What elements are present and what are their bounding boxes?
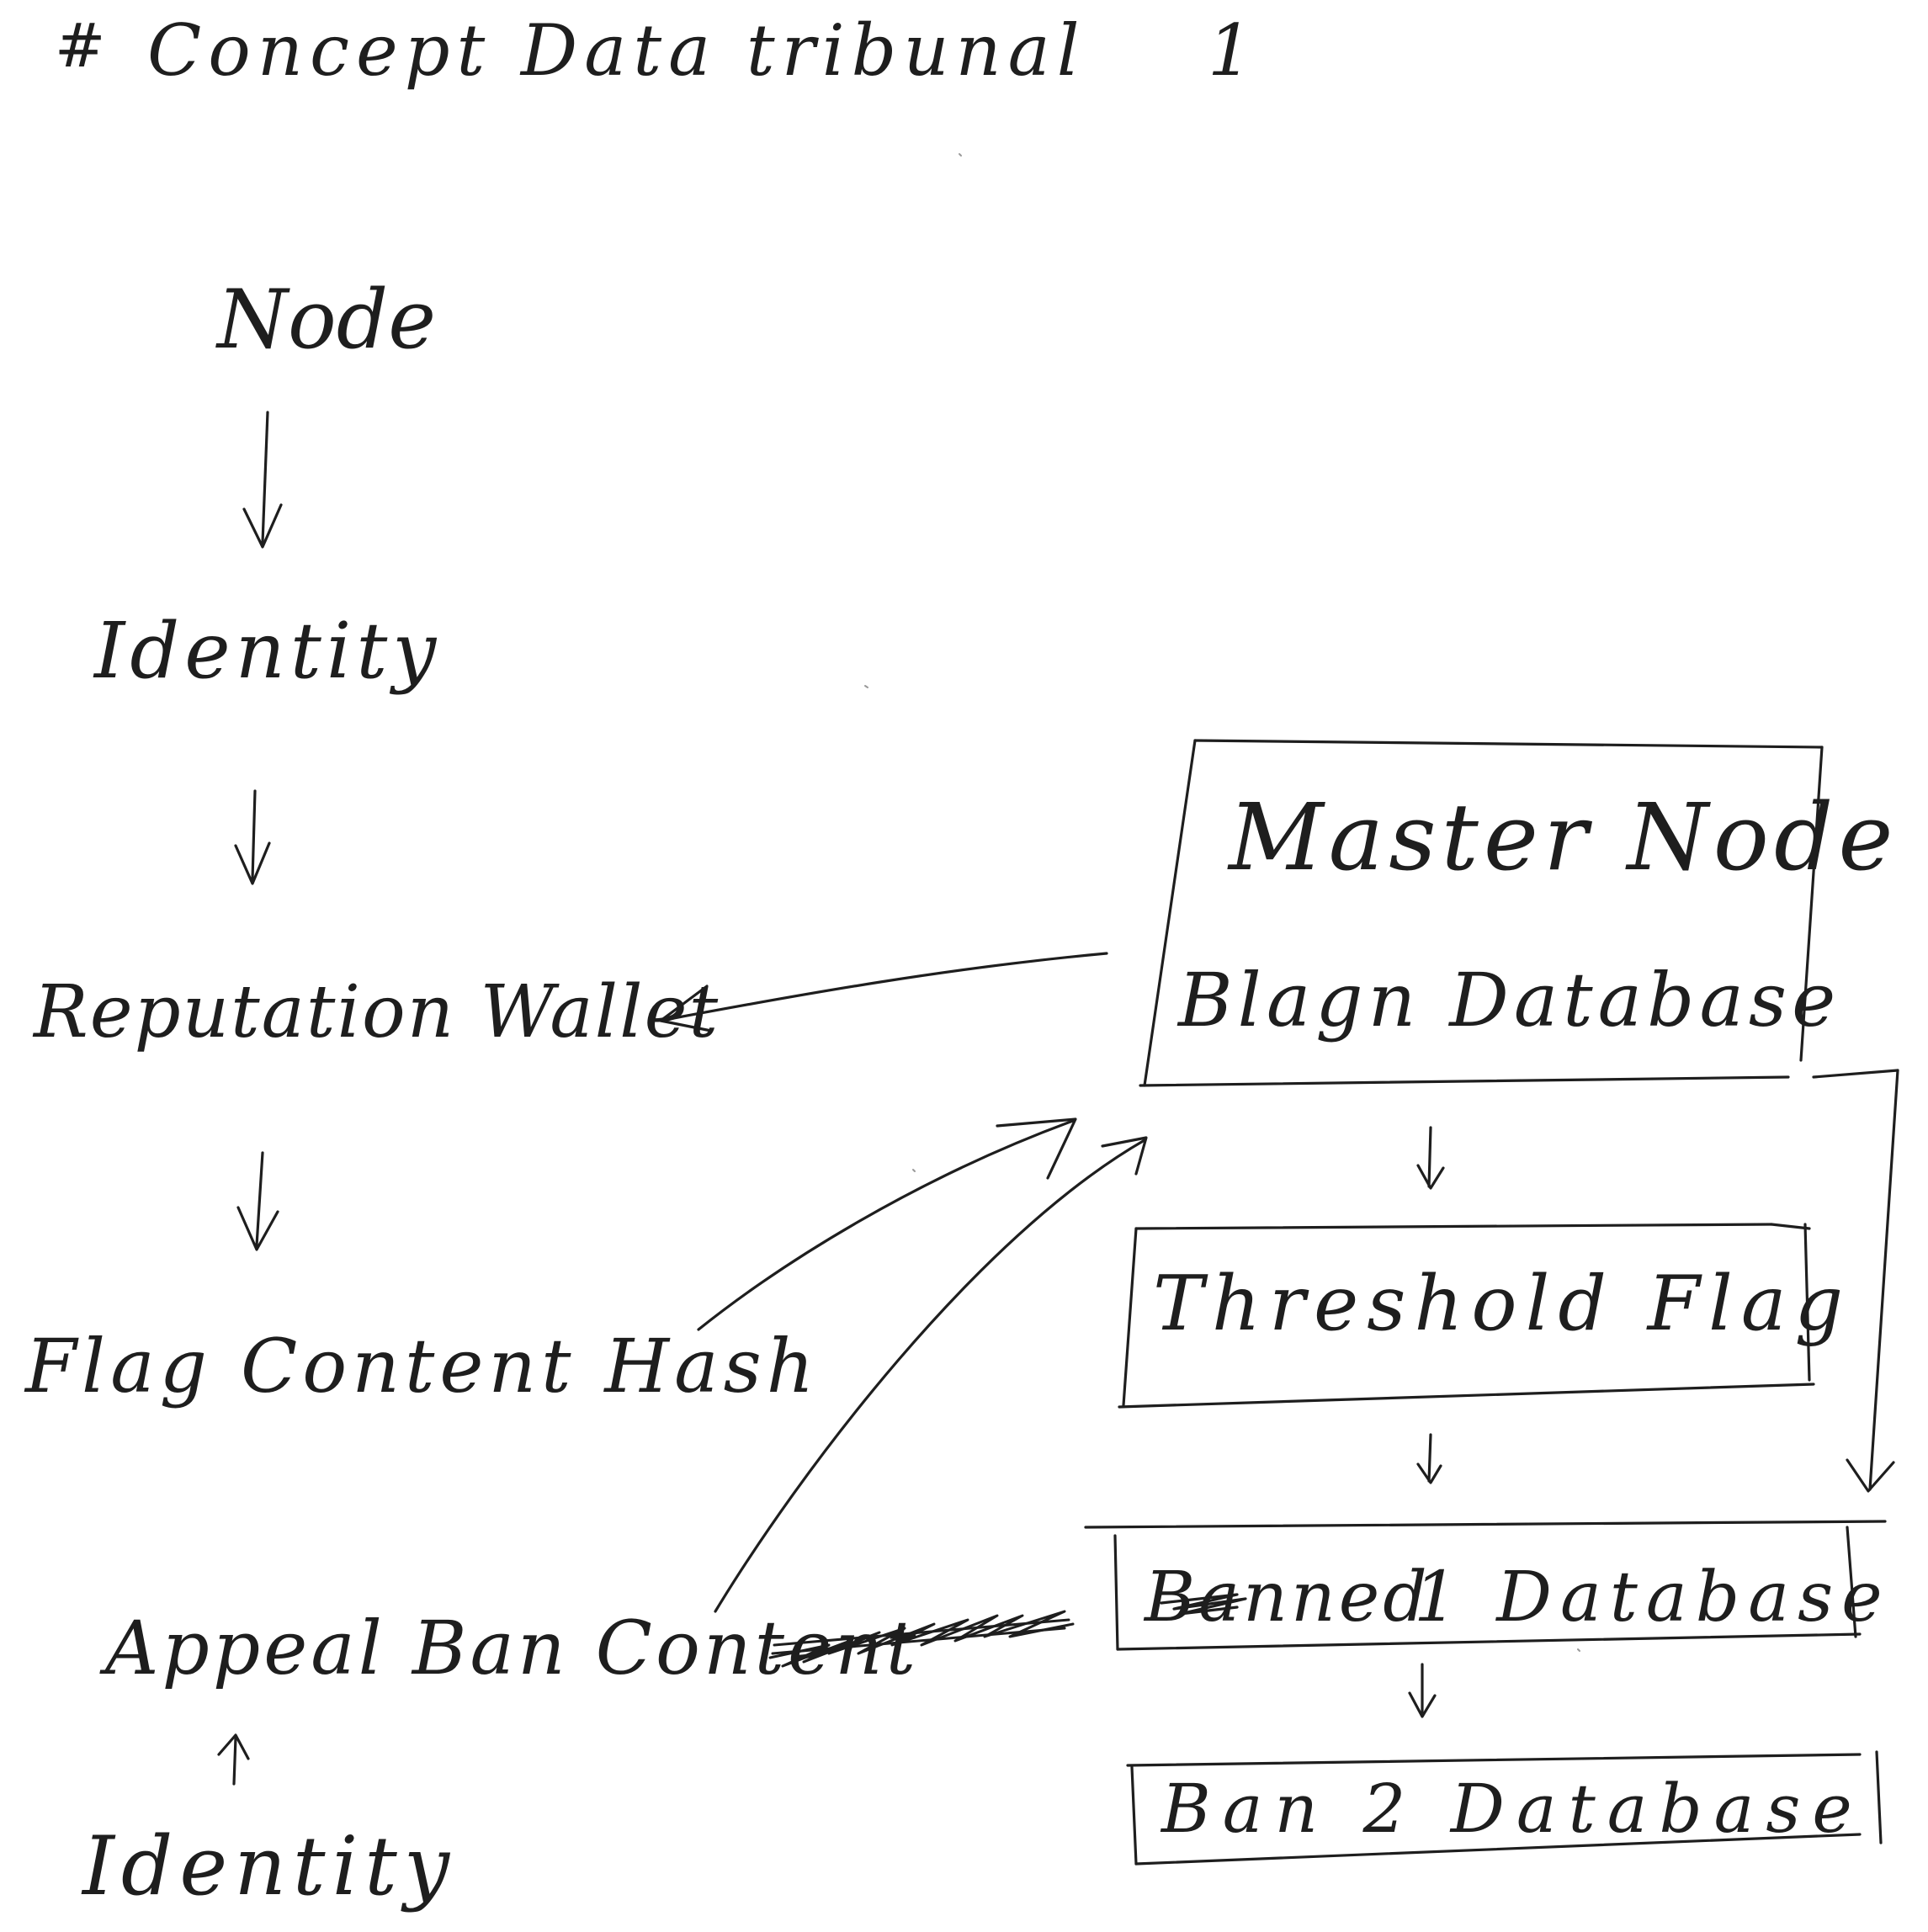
master-node-box [1139, 739, 1824, 1087]
arrow-master-to-wallet [659, 952, 1108, 1032]
arrow-ban1-to-ban2 [1408, 1663, 1437, 1718]
paper-specks [864, 153, 1580, 1652]
ban1-label-rest: 1 Database [1414, 1558, 1891, 1637]
arrow-appeal-to-master [714, 1136, 1148, 1613]
arrow-identity-up-to-appeal [217, 1733, 250, 1786]
node-label: Node [217, 273, 437, 367]
ban1-label-prefix: Banned [1145, 1558, 1431, 1637]
arrow-master-to-threshold [1416, 1126, 1445, 1190]
master-node-heading: Master Node [1229, 783, 1899, 891]
identity-label: Identity [94, 606, 442, 696]
flag-content-hash-label: Flag Content Hash [25, 1323, 820, 1409]
appeal-ban-content-label: Appeal Ban Content [105, 1605, 920, 1691]
arrow-flag-to-master [697, 1117, 1077, 1331]
arrow-master-to-ban1-bypass [1812, 1069, 1899, 1493]
arrow-node-to-identity [242, 411, 283, 549]
page-number: 1 [1208, 9, 1253, 92]
ban1-database-box [1084, 1520, 1887, 1651]
threshold-flag-label: Threshold Flag [1153, 1260, 1852, 1348]
scribble-crossout [768, 1610, 1075, 1668]
ban2-label: Ban 2 Database [1161, 1770, 1864, 1848]
banned-strike-scribble [1160, 1593, 1247, 1616]
arrow-wallet-to-flag [236, 1151, 279, 1251]
title-hash-symbol: # [55, 10, 106, 81]
title-text: Concept Data tribunal [147, 9, 1086, 92]
reputation-wallet-label: Reputation Wallet [34, 970, 720, 1054]
master-node-subtitle: Blagn Database [1178, 957, 1841, 1043]
arrow-identity-to-wallet [234, 789, 271, 885]
threshold-flag-box [1118, 1223, 1815, 1409]
identity-bottom-label: Identity [82, 1819, 457, 1913]
ban2-database-box [1126, 1750, 1883, 1866]
arrow-threshold-to-ban1 [1416, 1433, 1442, 1484]
